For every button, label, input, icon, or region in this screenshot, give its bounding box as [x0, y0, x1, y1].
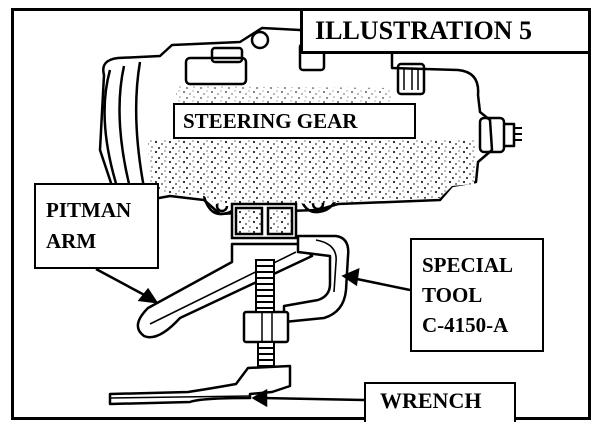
wrench-part [108, 364, 292, 406]
special-tool-part [242, 234, 350, 344]
pitman-arm-label-line-2: ARM [46, 229, 97, 253]
tool-screw [255, 259, 275, 373]
pitman-arm-label-line-1: PITMAN [46, 198, 132, 222]
special-tool-label-line-1: SPECIAL [422, 253, 514, 277]
leader-arrows [95, 267, 411, 408]
special-tool-label-line-3: C-4150-A [422, 313, 509, 337]
special-tool-label: SPECIAL TOOL C-4150-A [410, 238, 544, 352]
special-tool-label-line-2: TOOL [422, 283, 483, 307]
illustration-title: ILLUSTRATION 5 [300, 8, 591, 54]
pitman-arm-label: PITMAN ARM [34, 183, 159, 269]
sector-shaft [230, 202, 298, 240]
wrench-label: WRENCH [364, 382, 516, 422]
steering-gear-label: STEERING GEAR [173, 103, 416, 139]
